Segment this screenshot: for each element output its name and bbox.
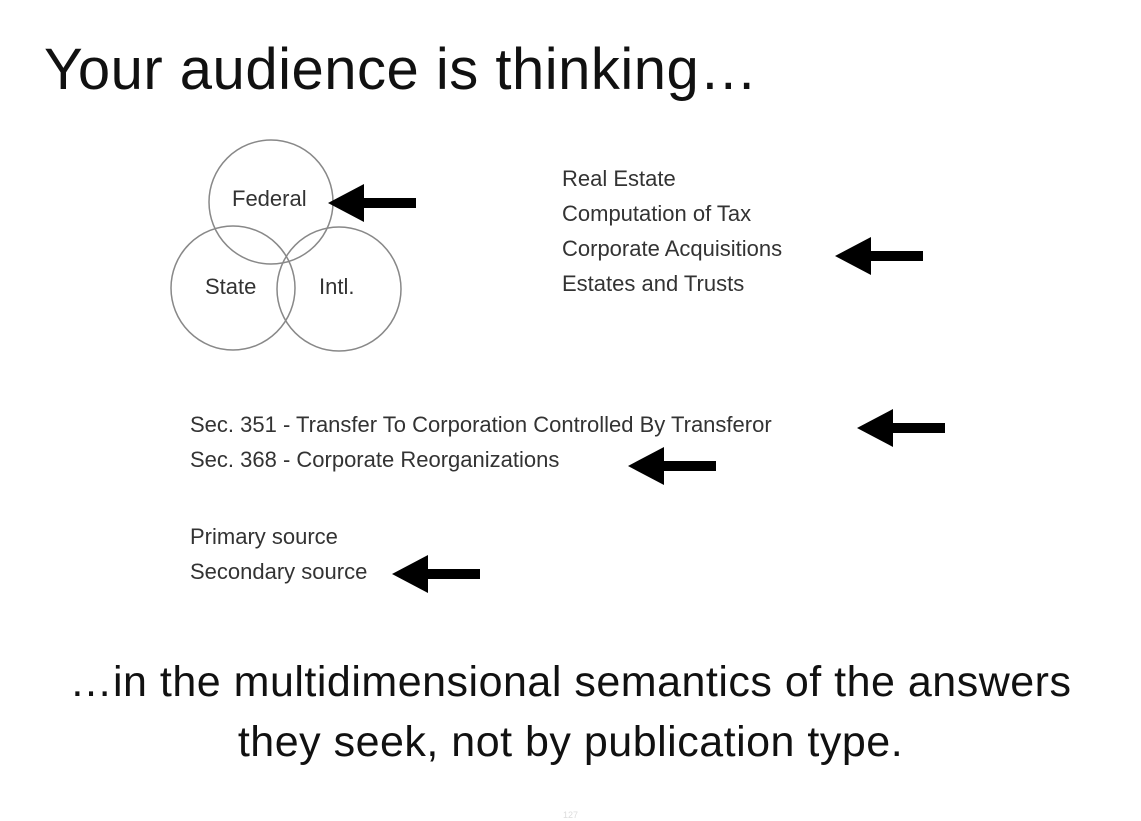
topic-item: Corporate Acquisitions [562,236,783,261]
closing-line-1: …in the multidimensional semantics of th… [69,658,1072,706]
topic-item: Computation of Tax [562,201,752,226]
topic-item: Real Estate [562,166,676,191]
topic-list: Real Estate Computation of Tax Corporate… [562,164,782,304]
venn-diagram: Federal State Intl. [160,130,420,360]
slide-title: Your audience is thinking… [44,37,758,102]
code-section-item: Sec. 351 - Transfer To Corporation Contr… [190,412,772,437]
topic-item: Estates and Trusts [562,271,745,296]
closing-statement: …in the multidimensional semantics of th… [0,652,1141,772]
venn-label-state: State [205,274,257,299]
venn-circle-state [170,225,296,351]
page-number: 127 [562,810,579,820]
left-arrow-icon [392,554,482,594]
venn-label-intl: Intl. [319,274,355,299]
code-section-item: Sec. 368 - Corporate Reorganizations [190,447,560,472]
closing-line-2: they seek, not by publication type. [237,718,904,766]
left-arrow-icon [835,236,925,276]
left-arrow-icon [328,183,418,223]
source-type-item: Secondary source [190,559,368,584]
code-section-list: Sec. 351 - Transfer To Corporation Contr… [190,410,772,480]
source-type-list: Primary source Secondary source [190,522,367,592]
venn-circles [170,139,402,352]
source-type-item: Primary source [190,524,338,549]
left-arrow-icon [628,446,718,486]
venn-label-federal: Federal [232,186,307,211]
venn-circle-intl [276,226,402,352]
left-arrow-icon [857,408,947,448]
